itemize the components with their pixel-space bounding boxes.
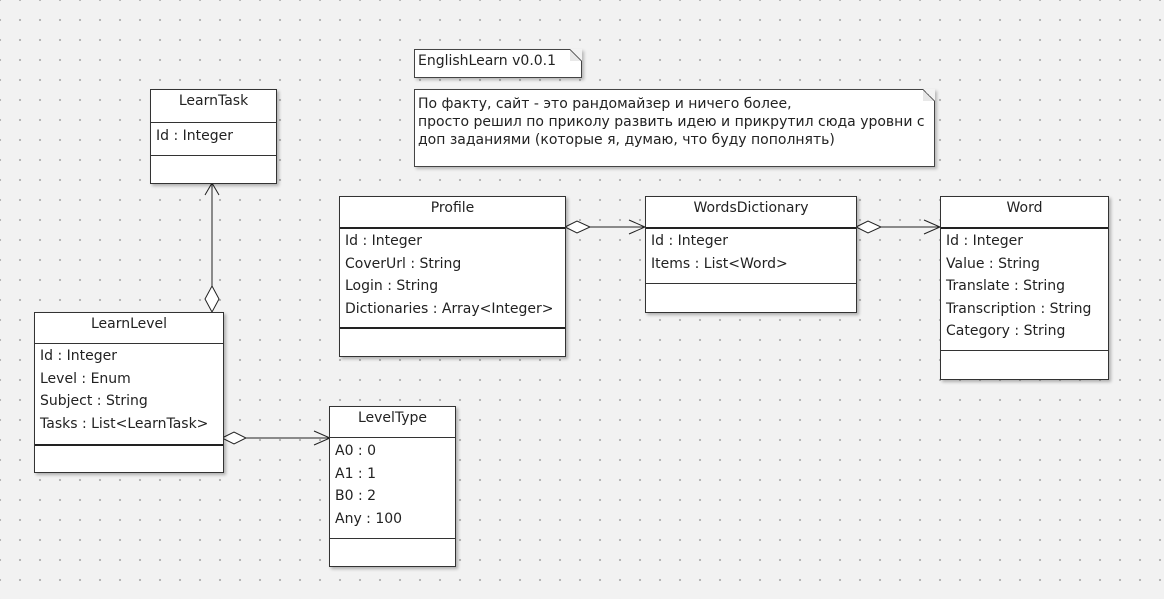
attribute: A1 : 1 xyxy=(335,465,377,482)
attribute: Translate : String xyxy=(946,278,1065,294)
class-leveltype[interactable]: LevelType A0 : 0 A1 : 1 B0 : 2 Any : 100 xyxy=(329,406,456,567)
attribute-list: Id : Integer Level : Enum Subject : Stri… xyxy=(40,345,219,435)
divider xyxy=(330,437,455,438)
attribute: CoverUrl : String xyxy=(345,255,462,272)
class-learnlevel[interactable]: LearnLevel Id : Integer Level : Enum Sub… xyxy=(34,312,224,473)
association-wordsdictionary-word xyxy=(854,219,942,235)
divider xyxy=(646,283,856,284)
attribute: Any : 100 xyxy=(335,510,403,527)
attribute-list: A0 : 0 A1 : 1 B0 : 2 Any : 100 xyxy=(335,440,451,530)
version-note[interactable]: EnglishLearn v0.0.1 xyxy=(414,49,582,78)
attribute: Id : Integer xyxy=(345,233,422,249)
class-word[interactable]: Word Id : Integer Value : String Transla… xyxy=(940,196,1109,380)
class-name: WordsDictionary xyxy=(693,200,809,216)
description-note-line: По факту, сайт - это рандомайзер и ничег… xyxy=(418,96,792,112)
attribute: Subject : String xyxy=(40,393,148,409)
divider xyxy=(330,538,455,539)
attribute: Id : Integer xyxy=(40,348,117,364)
attribute: Id : Integer xyxy=(651,233,728,249)
class-name: LearnLevel xyxy=(90,316,168,332)
attribute: Id : Integer xyxy=(946,233,1023,249)
attribute: Category : String xyxy=(946,323,1066,339)
attribute: A0 : 0 xyxy=(335,443,377,459)
attribute-list: Id : Integer Value : String Translate : … xyxy=(946,230,1104,343)
note-fold-corner xyxy=(570,49,582,61)
divider xyxy=(340,227,565,229)
attribute-list: Id : Integer Items : List<Word> xyxy=(651,230,852,275)
class-name: LearnTask xyxy=(178,93,249,109)
attribute: Transcription : String xyxy=(946,300,1092,317)
attribute: Level : Enum xyxy=(40,370,131,387)
divider xyxy=(646,227,856,229)
description-note-line: доп заданиями (которые я, думаю, что буд… xyxy=(418,132,835,148)
divider xyxy=(941,350,1108,351)
class-name: Profile xyxy=(430,200,475,216)
attribute: Dictionaries : Array<Integer> xyxy=(345,300,554,317)
attribute-list: Id : Integer CoverUrl : String Login : S… xyxy=(345,230,561,320)
attribute: Tasks : List<LearnTask> xyxy=(40,415,209,432)
note-fold-corner xyxy=(923,89,935,101)
version-note-text: EnglishLearn v0.0.1 xyxy=(418,53,557,69)
divider xyxy=(151,155,276,156)
association-profile-wordsdictionary xyxy=(563,219,647,235)
attribute: Id : Integer xyxy=(156,128,233,144)
attribute: Value : String xyxy=(946,255,1040,272)
attribute: Items : List<Word> xyxy=(651,255,788,272)
description-note-line: просто решил по приколу развить идею и п… xyxy=(418,114,925,130)
divider xyxy=(151,122,276,123)
class-learntask[interactable]: LearnTask Id : Integer xyxy=(150,89,277,184)
attribute-list: Id : Integer xyxy=(156,125,272,148)
class-name: Word xyxy=(1006,200,1043,216)
attribute: Login : String xyxy=(345,278,439,294)
divider xyxy=(941,227,1108,229)
association-learnlevel-learntask xyxy=(204,182,220,314)
class-name: LevelType xyxy=(357,410,428,426)
divider xyxy=(35,343,223,344)
class-wordsdictionary[interactable]: WordsDictionary Id : Integer Items : Lis… xyxy=(645,196,857,313)
attribute: B0 : 2 xyxy=(335,488,377,504)
divider xyxy=(340,327,565,329)
association-learnlevel-leveltype xyxy=(220,430,332,446)
divider xyxy=(35,444,223,446)
description-note[interactable]: По факту, сайт - это рандомайзер и ничег… xyxy=(414,89,935,167)
class-profile[interactable]: Profile Id : Integer CoverUrl : String L… xyxy=(339,196,566,357)
